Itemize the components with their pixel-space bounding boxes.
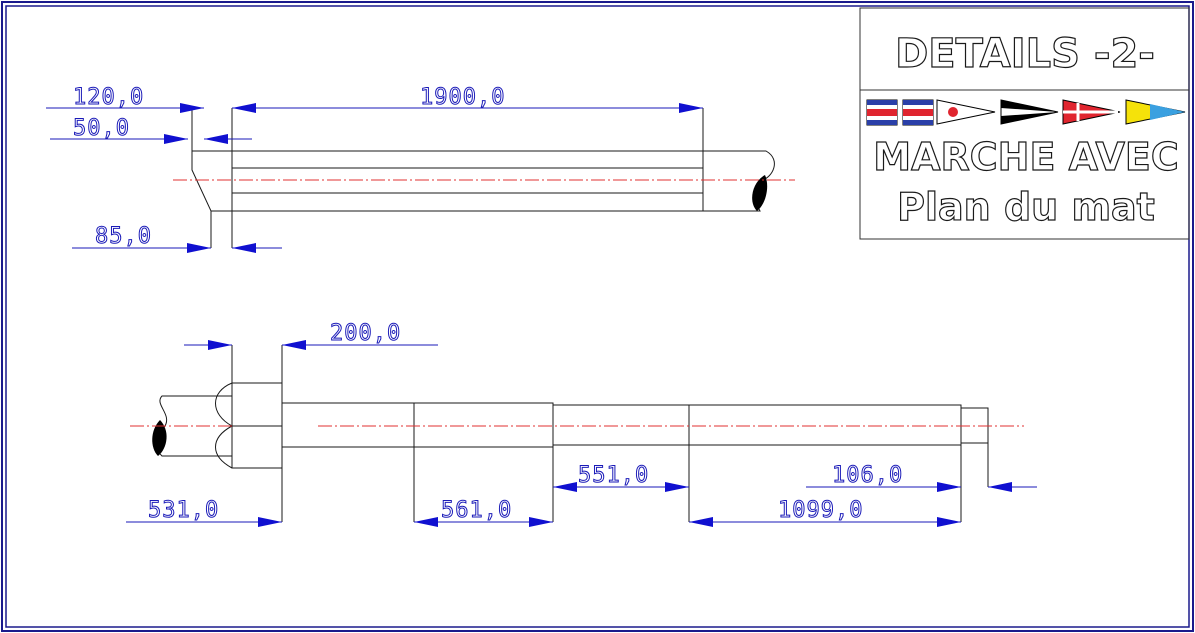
- dim-arrow-551-right: [665, 482, 689, 492]
- signal-pennant-3: [936, 99, 996, 125]
- signal-flags: [866, 99, 1186, 126]
- dim-551: 551,0: [578, 463, 649, 488]
- dim-arrow-106-right: [988, 482, 1012, 492]
- top-mast-part: [173, 150, 795, 212]
- bottom-socket-scallop-top: [215, 382, 233, 427]
- title-details: DETAILS -2-: [895, 31, 1155, 77]
- dim-arrow-561-right: [529, 517, 553, 527]
- top-tube: [231, 150, 704, 212]
- dim-1900: 1900,0: [420, 85, 505, 110]
- dim-85: 85,0: [95, 224, 152, 249]
- dim-arrow-1900-right: [679, 103, 703, 113]
- dim-arrow-1900-left: [232, 103, 256, 113]
- dim-arrow-531: [258, 517, 282, 527]
- title-line-marche-avec: MARCHE AVEC: [873, 135, 1178, 179]
- signal-pennant-6: [1125, 99, 1186, 125]
- bottom-dimensions: 200,0 531,0 561,0 551,0 1099,0 106,0: [126, 321, 1037, 527]
- dim-arrow-1099-left: [689, 517, 713, 527]
- dim-106: 106,0: [832, 463, 903, 488]
- dim-arrow-120: [180, 103, 204, 113]
- dim-120: 120,0: [73, 85, 144, 110]
- signal-flag-2: [902, 99, 934, 126]
- dim-561: 561,0: [441, 498, 512, 523]
- bottom-tube-segment-2: [413, 402, 554, 448]
- signal-flag-1: [866, 99, 898, 126]
- signal-pennant-5: [1062, 99, 1121, 125]
- dim-1099: 1099,0: [778, 498, 863, 523]
- dim-arrow-1099-right: [937, 517, 961, 527]
- top-break-section: [752, 175, 768, 211]
- dim-arrow-50-left: [164, 134, 188, 144]
- dim-arrow-85-right: [232, 243, 256, 253]
- bottom-socket-scallop-bottom: [215, 425, 233, 469]
- bottom-mast-part: [130, 382, 1024, 469]
- bottom-break-section: [152, 420, 167, 456]
- dim-arrow-561-left: [414, 517, 438, 527]
- bottom-tube-segment-4: [688, 404, 962, 446]
- signal-pennant-4: [1000, 99, 1059, 125]
- title-block: DETAILS -2-: [859, 7, 1190, 240]
- dim-arrow-85-left: [187, 243, 211, 253]
- dim-arrow-50-right: [204, 134, 228, 144]
- drawing-inner-frame: [5, 5, 1190, 628]
- dim-50: 50,0: [73, 116, 130, 141]
- dim-arrow-200-right: [282, 340, 306, 350]
- top-dimensions: 120,0 1900,0 50,0 85,0: [46, 85, 704, 253]
- dim-531: 531,0: [148, 498, 219, 523]
- dim-arrow-551-left: [553, 482, 577, 492]
- dim-200: 200,0: [330, 321, 401, 346]
- top-collar: [191, 150, 233, 212]
- bottom-tube-segment-1: [281, 402, 415, 448]
- dim-arrow-200-left: [208, 340, 232, 350]
- bottom-tube-segment-3: [552, 404, 690, 446]
- title-line-plan-du-mat: Plan du mat: [897, 185, 1155, 229]
- dim-arrow-106-left: [937, 482, 961, 492]
